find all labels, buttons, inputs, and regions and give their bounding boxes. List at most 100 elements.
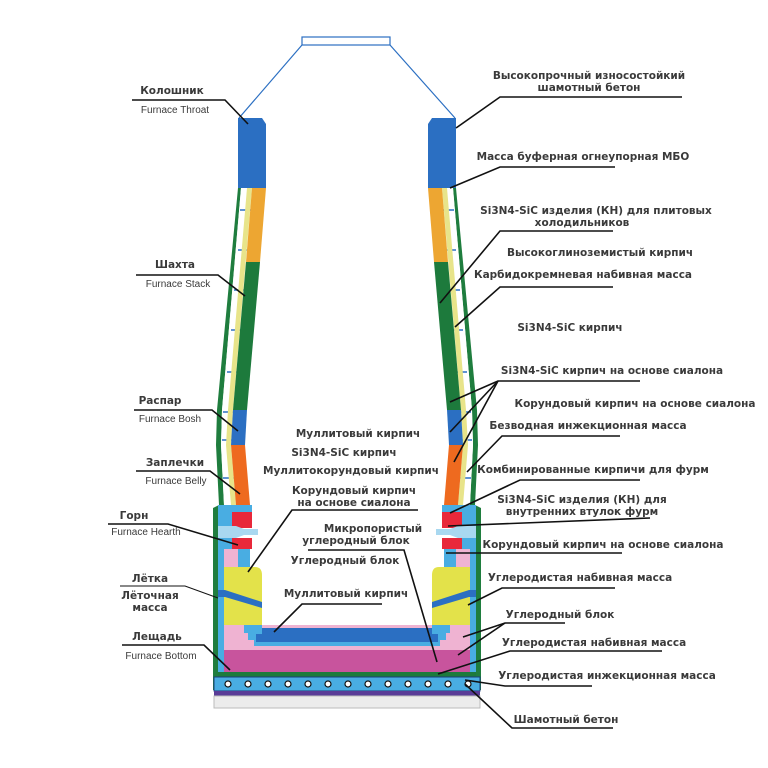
cooling-pipe xyxy=(444,680,452,688)
label-carbon-ramming: Углеродистая набивная масса xyxy=(488,572,672,584)
label-sialon-si3n4: Si3N4-SiC кирпич на основе сиалона xyxy=(501,365,723,377)
tuyere-brick-lower-left xyxy=(232,538,252,549)
leader-sialon-c xyxy=(453,380,499,463)
label-belly-en: Furnace Belly xyxy=(145,476,206,487)
throat-block-left xyxy=(238,118,266,188)
leader-kn-plate xyxy=(439,230,613,304)
label-taphole-mass-1: Лёточная xyxy=(121,590,178,602)
center-labels: Муллитовый кирпич Si3N4-SiC кирпич Мулли… xyxy=(247,428,439,663)
cooling-pipe xyxy=(244,680,252,688)
leader-kn-tuyere xyxy=(447,517,651,527)
leader-sic-ramming xyxy=(454,286,613,328)
label-tuyere-combined: Комбинированные кирпичи для фурм xyxy=(477,464,709,476)
label-microporous-1: Микропористый xyxy=(324,523,422,535)
cooling-pipe xyxy=(364,680,372,688)
cooler-strip-left xyxy=(221,188,247,505)
bosh-corundum-left xyxy=(231,410,247,445)
bottom-purple-layer xyxy=(214,691,480,696)
label-carbon-ramming-2: Углеродистая набивная масса xyxy=(502,637,686,649)
right-wall xyxy=(427,117,482,691)
label-sialon-corundum: Корундовый кирпич на основе сиалона xyxy=(515,398,756,410)
label-kn-plate-1: Si3N4-SiC изделия (КН) для плитовых xyxy=(480,205,712,217)
cooling-pipe xyxy=(324,680,332,688)
tuyere-left xyxy=(218,526,258,538)
label-hearth-en: Furnace Hearth xyxy=(111,527,180,538)
label-kn-tuyere-2: внутренних втулок фурм xyxy=(506,506,658,518)
label-fireclay-concrete: Шамотный бетон xyxy=(514,714,619,726)
left-wall xyxy=(213,118,266,690)
cooling-pipe xyxy=(344,680,352,688)
tuyere-brick-upper-left xyxy=(232,512,252,528)
cooling-pipe xyxy=(424,680,432,688)
leader-hearth xyxy=(108,523,239,546)
cooling-pipe xyxy=(404,680,412,688)
leader-bosh xyxy=(134,409,239,432)
label-throat-en: Furnace Throat xyxy=(141,105,209,116)
label-corundum-2: на основе сиалона xyxy=(297,497,410,509)
fireclay-concrete-base xyxy=(213,695,481,709)
leader-carbon-block-b xyxy=(457,622,506,656)
hearth-top-left xyxy=(232,505,252,512)
label-carbon-injection: Углеродистая инжекционная масса xyxy=(498,670,716,682)
label-si3n4-brick: Si3N4-SiC кирпич xyxy=(517,322,622,334)
label-kn-plate-2: холодильников xyxy=(535,217,630,229)
leader-bottom xyxy=(122,644,231,671)
mbo-strip-left xyxy=(226,188,252,505)
label-taphole-ru: Лётка xyxy=(132,573,168,585)
cooling-pipe xyxy=(284,680,292,688)
leader-microporous xyxy=(308,549,438,663)
cooling-pipes xyxy=(224,680,472,688)
carbon-injection-layer xyxy=(218,672,476,677)
top-slope-right xyxy=(389,44,456,119)
cooling-pipe xyxy=(224,680,232,688)
leader-carbon-injection xyxy=(464,679,592,687)
leader-carbon-ramming-2 xyxy=(437,650,662,675)
label-belly-ru: Заплечки xyxy=(146,457,204,469)
label-stack-en: Furnace Stack xyxy=(146,279,211,290)
label-si3n4-center: Si3N4-SiC кирпич xyxy=(291,447,396,459)
label-mbo: Масса буферная огнеупорная МБО xyxy=(477,151,690,163)
label-concrete-2: шамотный бетон xyxy=(538,82,641,94)
leader-anhydrous xyxy=(466,435,620,473)
carbon-block-bottom xyxy=(224,650,470,672)
hearth-pink-left xyxy=(224,549,238,567)
label-bottom-ru: Лещадь xyxy=(132,631,182,643)
leader-stack xyxy=(136,274,246,297)
shell-left xyxy=(213,188,241,690)
leader-mullite-bottom xyxy=(273,603,382,633)
leader-mbo xyxy=(449,166,615,189)
right-labels: Высокопрочный износостойкий шамотный бет… xyxy=(437,70,756,729)
leader-corundum xyxy=(247,509,418,573)
cooling-pipe xyxy=(304,680,312,688)
label-mullite-bottom: Муллитовый кирпич xyxy=(284,588,408,600)
label-bottom-en: Furnace Bottom xyxy=(125,651,196,662)
label-carbon-block: Углеродный блок xyxy=(506,609,615,621)
label-mullite-corundum: Муллитокорундовый кирпич xyxy=(263,465,439,477)
label-sialon-corundum-2: Корундовый кирпич на основе сиалона xyxy=(483,539,724,551)
hearth-corundum-left xyxy=(238,549,250,567)
label-high-alumina: Высокоглиноземистый кирпич xyxy=(507,247,693,259)
mullite-bottom xyxy=(256,628,438,642)
leader-tuyere-combined xyxy=(449,479,640,514)
label-bosh-en: Furnace Bosh xyxy=(139,414,201,425)
sic-stack-left xyxy=(233,262,260,410)
label-microporous-2: углеродный блок xyxy=(302,535,409,547)
leader-sialon-b xyxy=(449,380,499,433)
leader-fireclay-concrete xyxy=(464,683,613,729)
leader-taphole xyxy=(120,585,219,599)
label-sic-ramming: Карбидокремневая набивная масса xyxy=(474,269,692,281)
label-anhydrous: Безводная инжекционная масса xyxy=(489,420,686,432)
label-concrete-1: Высокопрочный износостойкий xyxy=(493,70,685,82)
label-taphole-mass-2: масса xyxy=(132,602,167,614)
taphole-left xyxy=(218,590,262,608)
leader-belly xyxy=(136,470,241,495)
furnace-top xyxy=(301,36,391,46)
high-alumina-left xyxy=(246,188,266,262)
label-mullite: Муллитовый кирпич xyxy=(296,428,420,440)
label-bosh-ru: Распар xyxy=(139,395,182,407)
leader-concrete xyxy=(455,96,682,129)
left-labels: Колошник Furnace Throat Шахта Furnace St… xyxy=(108,85,249,671)
label-stack-ru: Шахта xyxy=(155,259,195,271)
